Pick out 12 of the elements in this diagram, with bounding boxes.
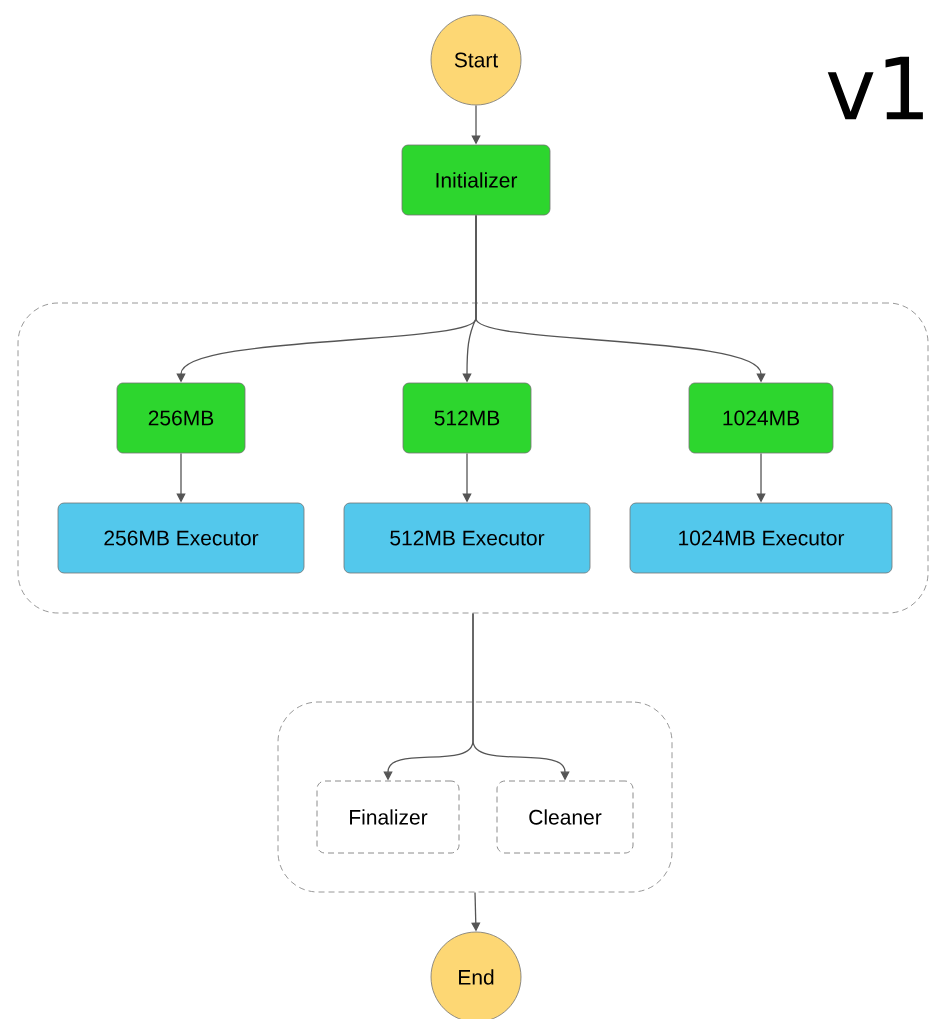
task-box: 1024MB Executor xyxy=(629,502,893,574)
task-box: Initializer xyxy=(401,144,551,216)
version-label: v1 xyxy=(827,56,923,120)
task-box: 256MB xyxy=(116,382,246,454)
task-box: 512MB Executor xyxy=(343,502,591,574)
parallel-group-box xyxy=(17,302,929,614)
task-box: Cleaner xyxy=(496,780,634,854)
task-box: 1024MB xyxy=(688,382,834,454)
task-box: 256MB Executor xyxy=(57,502,305,574)
parallel-group-box xyxy=(277,701,673,893)
task-box: Finalizer xyxy=(316,780,460,854)
task-box: 512MB xyxy=(402,382,532,454)
